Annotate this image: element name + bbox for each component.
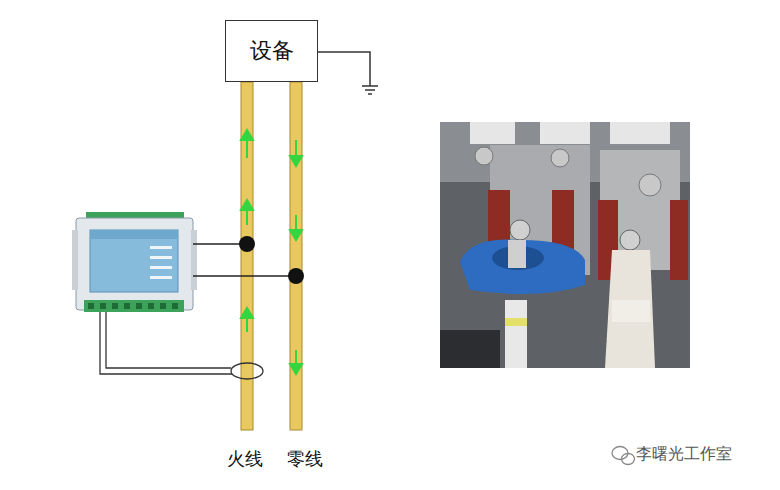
ct-wire (100, 312, 232, 374)
monitor-module (72, 212, 197, 312)
live-wire (241, 82, 253, 430)
ground-symbol (362, 86, 378, 94)
junction-dot (239, 236, 255, 252)
current-transformer (231, 363, 263, 379)
sense-wire (193, 243, 247, 245)
junction-dot (288, 268, 304, 284)
wechat-icon (612, 447, 635, 465)
ct-wire (106, 312, 231, 368)
wire-label: 零线 (287, 447, 323, 471)
photo (440, 122, 690, 368)
current-arrows (241, 130, 302, 374)
device-box: 设备 (225, 20, 318, 82)
ground-wire (318, 52, 370, 86)
sense-wire (193, 275, 296, 277)
neutral-wire (290, 82, 302, 430)
wire-label: 火线 (227, 447, 263, 471)
node-text: 设备 (250, 36, 294, 66)
watermark: 李曙光工作室 (636, 444, 732, 465)
